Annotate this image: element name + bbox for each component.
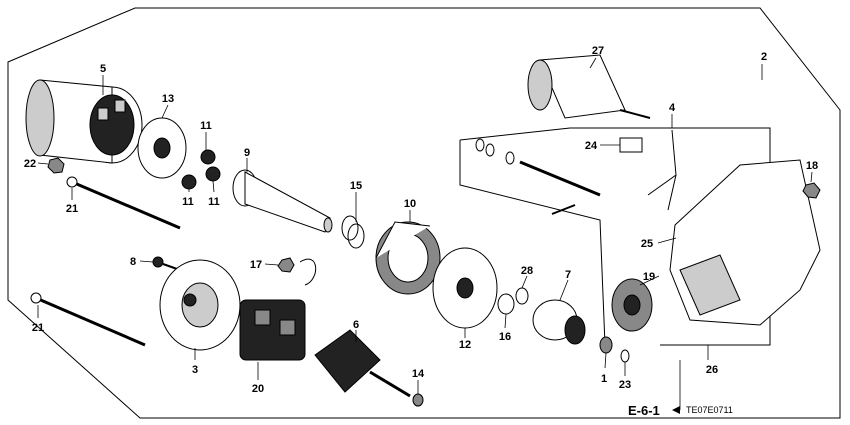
stop-ring-part: [515, 287, 529, 305]
idle-gear-part: [611, 278, 653, 332]
callout-12: 12: [459, 339, 471, 351]
callout-17: 17: [250, 259, 262, 271]
plate-washer-part: [137, 117, 187, 179]
callout-8: 8: [130, 256, 136, 268]
callout-11b: 11: [208, 196, 220, 208]
armature-part: [314, 329, 411, 398]
washer-part: [412, 393, 424, 407]
callout-21b: 21: [32, 322, 44, 334]
callout-28: 28: [521, 265, 533, 277]
callout-7: 7: [565, 269, 571, 281]
callout-18: 18: [806, 160, 818, 172]
callout-16: 16: [499, 331, 511, 343]
clip-part: [497, 293, 515, 315]
nut-part-18: [802, 182, 821, 199]
gear-housing-part: [669, 159, 821, 326]
leader-lines: [37, 57, 813, 410]
solenoid-part: [527, 54, 651, 119]
callout-19: 19: [643, 271, 655, 283]
ring-part: [341, 215, 365, 249]
callout-27: 27: [592, 45, 604, 57]
callout-6: 6: [353, 319, 359, 331]
callout-14: 14: [412, 368, 425, 380]
reference-arrow-icon: [672, 406, 680, 414]
callout-2: 2: [761, 51, 767, 63]
pinion-gear-part: [532, 299, 586, 345]
shift-lever-part: [647, 129, 677, 211]
callout-3: 3: [192, 364, 198, 376]
subassembly-boundary-left: [459, 140, 606, 346]
callout-15: 15: [350, 180, 362, 192]
callout-21a: 21: [66, 203, 78, 215]
callout-10: 10: [404, 198, 416, 210]
subassembly-boundary: [459, 127, 771, 346]
callout-22: 22: [24, 158, 36, 170]
callout-26: 26: [706, 364, 718, 376]
end-frame-part: [159, 259, 241, 351]
solenoid-bracket-part: [619, 137, 643, 153]
drawing-code: TE07E0711: [686, 405, 733, 415]
callout-20: 20: [252, 383, 264, 395]
callout-4: 4: [669, 102, 676, 114]
callout-1: 1: [601, 373, 607, 385]
callout-13: 13: [162, 93, 174, 105]
plunger-shaft-part: [475, 138, 601, 215]
planetary-gear-part: [181, 149, 221, 190]
callout-23: 23: [619, 379, 631, 391]
gear-shaft-part: [232, 169, 333, 233]
callout-9: 9: [244, 147, 250, 159]
washer-part-23: [620, 349, 630, 363]
callout-11c: 11: [182, 196, 194, 208]
assembly-boundary: [7, 7, 841, 419]
callout-5: 5: [100, 63, 106, 75]
yoke-housing-part: [25, 79, 143, 164]
screw-part: [152, 256, 181, 271]
internal-gear-part: [375, 221, 441, 295]
callout-24: 24: [585, 140, 598, 152]
nut-part: [47, 157, 65, 174]
callout-25: 25: [641, 238, 653, 250]
section-reference: E-6-1: [628, 403, 660, 418]
callout-11a: 11: [200, 120, 212, 132]
bearing-part: [599, 336, 613, 354]
pinion-plate-part: [432, 247, 498, 329]
brush-holder-part: [239, 299, 306, 361]
through-bolt-part: [30, 176, 181, 347]
screw-part-17: [277, 257, 317, 286]
